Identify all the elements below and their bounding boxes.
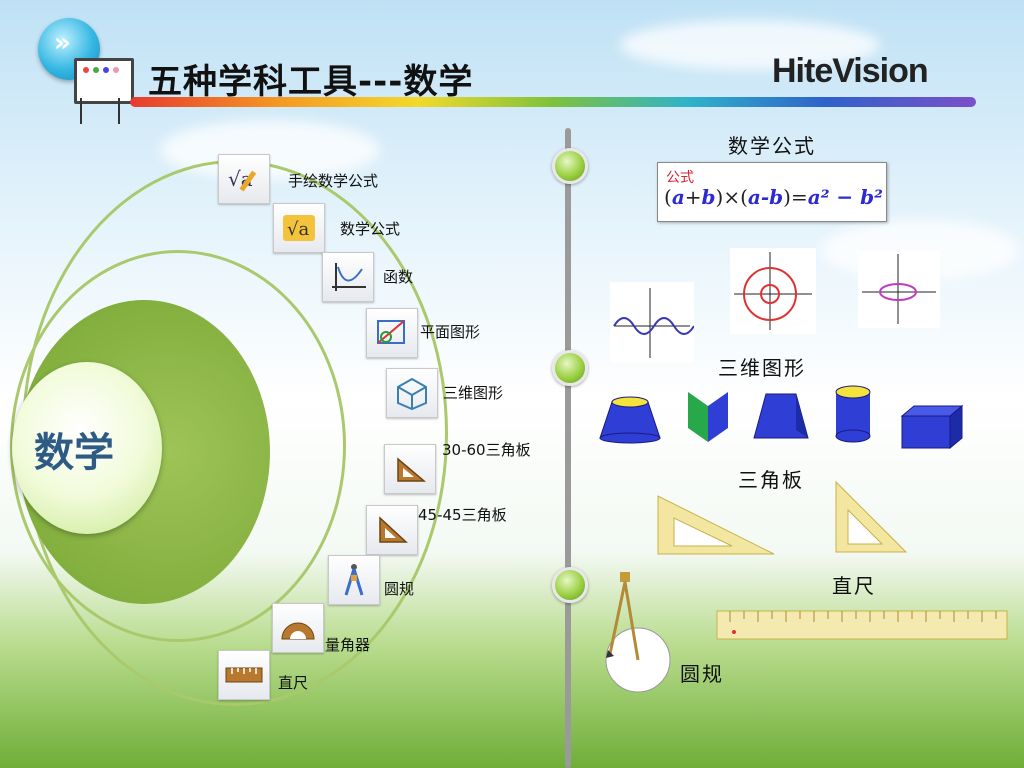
frustum-icon (599, 396, 661, 444)
inner-ring (10, 250, 346, 642)
cube-3d-icon[interactable] (386, 368, 438, 418)
formula-icon[interactable]: √a (273, 203, 325, 253)
subject-inner-disc (12, 362, 162, 534)
tool-label[interactable]: 平面图形 (420, 323, 481, 341)
page-title: 五种学科工具---数学 (148, 62, 474, 102)
cuboid-icon (900, 404, 964, 450)
svg-text:√a: √a (287, 219, 309, 240)
tool-label[interactable]: 三维图形 (443, 384, 504, 402)
open-book-icon (688, 392, 728, 442)
title-underline (130, 97, 976, 107)
tool-label[interactable]: 直尺 (278, 674, 309, 692)
tool-label[interactable]: 45-45三角板 (418, 506, 507, 524)
ruler-image (716, 610, 1008, 640)
function-graph-icon[interactable] (322, 252, 374, 302)
set-square-30-60-icon (657, 495, 775, 555)
section-title-3d: 三维图形 (718, 356, 806, 380)
plane-shape-icon[interactable] (366, 308, 418, 358)
tool-label[interactable]: 数学公式 (340, 220, 401, 238)
tool-label[interactable]: 函数 (383, 268, 414, 286)
section-title-formula: 数学公式 (728, 134, 816, 158)
compass-icon[interactable] (328, 555, 380, 605)
formula-preview: 公式 (a+b)×(a-b)=a² − b² (657, 162, 887, 222)
tool-label[interactable]: 量角器 (325, 636, 371, 654)
timeline-dot (552, 148, 588, 184)
formula-expression: (a+b)×(a-b)=a² − b² (664, 185, 883, 209)
ruler-icon[interactable] (218, 650, 270, 700)
timeline-dot (552, 567, 588, 603)
cylinder-icon (835, 385, 871, 443)
compass-drawing-icon (605, 572, 671, 693)
cloud (620, 20, 880, 70)
circle-graph-icon (730, 248, 816, 334)
tool-label[interactable]: 30-60三角板 (442, 441, 531, 459)
formula-tag: 公式 (666, 170, 694, 186)
timeline (565, 128, 571, 768)
protractor-icon[interactable] (272, 603, 324, 653)
pyramid-icon (753, 393, 809, 439)
tool-label[interactable]: 手绘数学公式 (288, 172, 379, 190)
set-square-45-45-icon (835, 480, 908, 553)
whiteboard-icon (70, 54, 134, 124)
triangle-30-60-icon[interactable] (384, 444, 436, 494)
brand-logo: HiteVision (772, 52, 929, 90)
section-title-triangle: 三角板 (738, 468, 804, 492)
handwritten-formula-icon[interactable]: √a (218, 154, 270, 204)
triangle-45-45-icon[interactable] (366, 505, 418, 555)
section-title-compass: 圆规 (680, 662, 724, 686)
tool-label[interactable]: 圆规 (384, 580, 415, 598)
timeline-dot (552, 350, 588, 386)
subject-label: 数学 (34, 430, 114, 476)
section-title-ruler: 直尺 (832, 574, 876, 598)
ellipse-graph-icon (858, 250, 940, 328)
sine-graph-icon (610, 282, 694, 362)
